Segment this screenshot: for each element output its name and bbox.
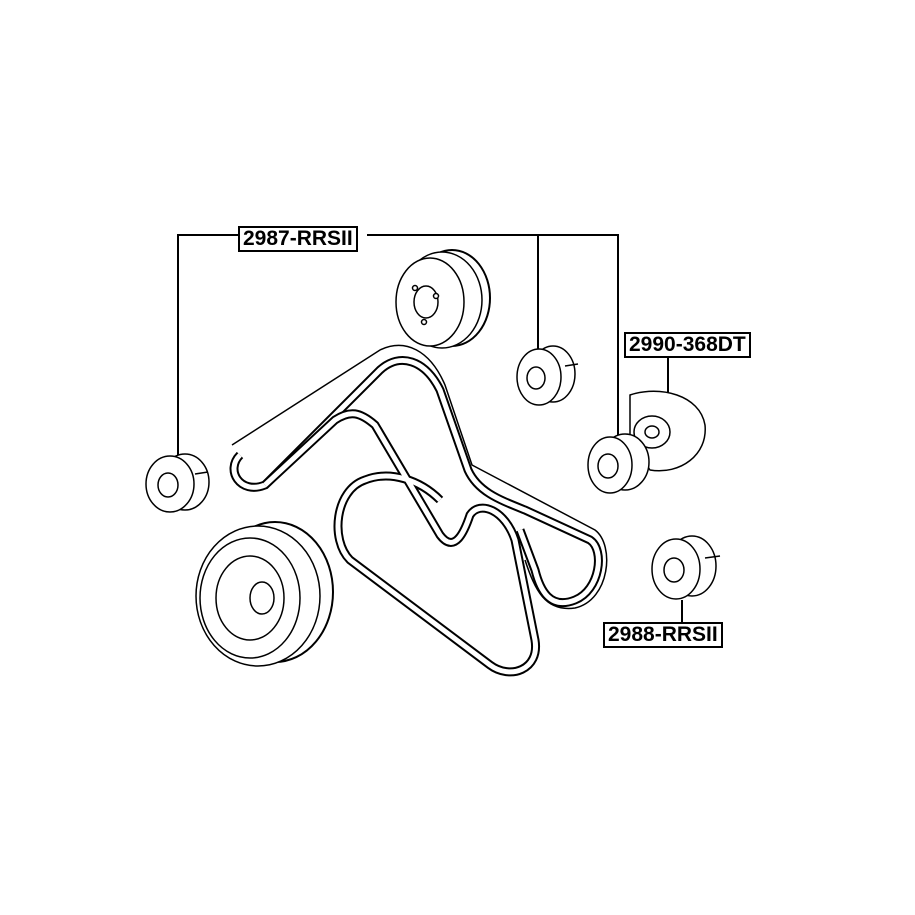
- leader-2987-right: [367, 234, 619, 442]
- part-label-2988-rrsii: 2988-RRSII: [603, 622, 723, 648]
- idler-pulley-middle: [516, 345, 579, 406]
- part-label-2990-368dt: 2990-368DT: [624, 332, 751, 358]
- idler-pulley-left: [145, 453, 210, 513]
- belt-outer-inner: [231, 358, 601, 606]
- belt-tensioner: [587, 390, 706, 494]
- crankshaft-pulley: [195, 521, 334, 667]
- part-label-2987-rrsii: 2987-RRSII: [238, 226, 358, 252]
- belt-outer-shape: [231, 344, 608, 610]
- leader-2987-left: [177, 234, 240, 458]
- idler-pulley-bottom-right: [651, 535, 721, 600]
- belt-inner-rib: [263, 411, 538, 675]
- water-pump-pulley: [395, 249, 491, 349]
